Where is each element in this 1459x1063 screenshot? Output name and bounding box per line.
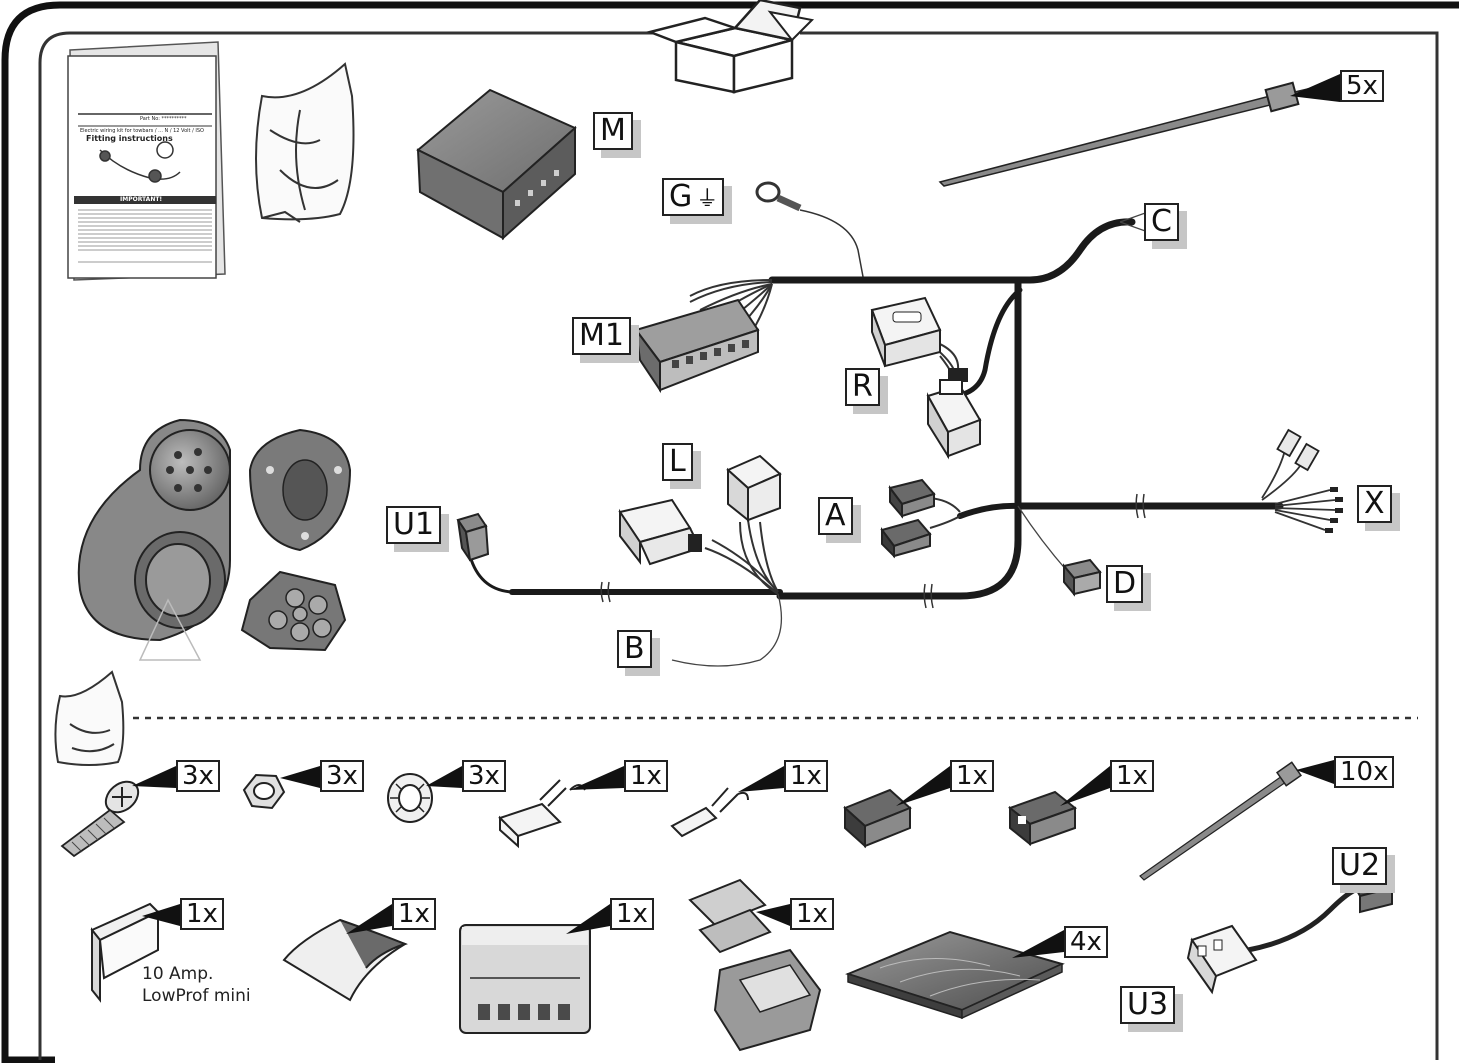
female-terminal-icon <box>498 779 586 849</box>
qty-male-terminal: 1x <box>784 760 828 792</box>
u3-adapter-icon <box>1186 868 1394 995</box>
inner-frame <box>38 31 660 1060</box>
qty-fuse-holder: 1x <box>610 898 654 930</box>
connector-housing-1-icon <box>843 788 912 849</box>
label-m: M <box>593 112 633 150</box>
bolt-icon <box>60 780 140 858</box>
manual-part-no: Part No: ********** <box>140 116 187 122</box>
qty-fuse: 1x <box>180 898 224 930</box>
manual-important: IMPORTANT! <box>120 196 163 203</box>
qty-cable-tie-small: 10x <box>1334 756 1395 788</box>
label-r: R <box>845 368 880 406</box>
long-cable-tie-icon <box>938 81 1331 187</box>
adhesive-pad-icon <box>282 918 408 1002</box>
qty-nut: 3x <box>320 760 364 792</box>
x-wire-ends-icon <box>1261 428 1336 531</box>
label-u2: U2 <box>1332 847 1388 885</box>
l-connector-icon <box>618 454 782 595</box>
d-connector-icon <box>1062 558 1102 597</box>
m1-connector-icon <box>634 279 773 394</box>
small-cable-tie-icon <box>1139 761 1303 881</box>
qty-adhesive-pad: 1x <box>392 898 436 930</box>
main-wiring-harness <box>468 218 1284 600</box>
label-l: L <box>662 443 693 481</box>
label-u1: U1 <box>386 506 442 544</box>
nut-icon <box>242 773 286 810</box>
label-a: A <box>818 497 853 535</box>
male-terminal-icon <box>670 787 749 838</box>
label-c: C <box>1144 203 1179 241</box>
pointer-5x <box>1290 74 1340 102</box>
qty-cable-tie-long: 5x <box>1340 70 1384 102</box>
ground-icon: ⏚ <box>696 187 719 212</box>
box-icon <box>645 0 815 94</box>
plastic-bag-icon <box>255 62 355 223</box>
manual-subtitle: Electric wiring kit for towbars / ... N … <box>80 128 204 134</box>
socket-insert-icon <box>240 570 347 652</box>
fuse-holder-icon <box>459 924 591 1034</box>
label-g: G⏚ <box>662 178 724 216</box>
qty-connector-block: 1x <box>790 898 834 930</box>
label-m1: M1 <box>572 317 631 355</box>
qty-connector-housing-2: 1x <box>1110 760 1154 792</box>
socket-gasket-icon <box>248 428 352 552</box>
trailer-socket-icon <box>77 418 231 661</box>
a-connector-icon <box>880 478 961 559</box>
u1-connector-icon <box>456 512 490 562</box>
ground-ring-terminal-icon <box>755 181 865 283</box>
instruction-manual-icon <box>67 41 226 281</box>
lock-washer-icon <box>387 773 433 823</box>
qty-female-terminal: 1x <box>624 760 668 792</box>
qty-connector-housing-1: 1x <box>950 760 994 792</box>
qty-bolt: 3x <box>176 760 220 792</box>
label-d: D <box>1106 565 1144 603</box>
label-u3: U3 <box>1120 986 1176 1024</box>
connector-housing-2-icon <box>1007 790 1078 847</box>
label-g-letter: G <box>669 179 693 214</box>
label-b: B <box>617 630 652 668</box>
label-x: X <box>1357 485 1392 523</box>
fuse-note-rating: 10 Amp. <box>142 964 214 984</box>
qty-foam-pads: 4x <box>1064 926 1108 958</box>
foam-pads-icon <box>845 930 1065 1020</box>
control-module-icon <box>416 88 577 241</box>
qty-lock-washer: 3x <box>462 760 506 792</box>
wire-break-marks <box>600 493 1146 609</box>
small-parts-bag-icon <box>54 670 125 766</box>
manual-title: Fitting instructions <box>86 134 173 143</box>
connector-block-icon <box>688 878 822 1052</box>
r-connector-icon <box>870 296 982 460</box>
fuse-icon <box>90 902 160 1003</box>
fuse-note-type: LowProf mini <box>142 986 251 1006</box>
